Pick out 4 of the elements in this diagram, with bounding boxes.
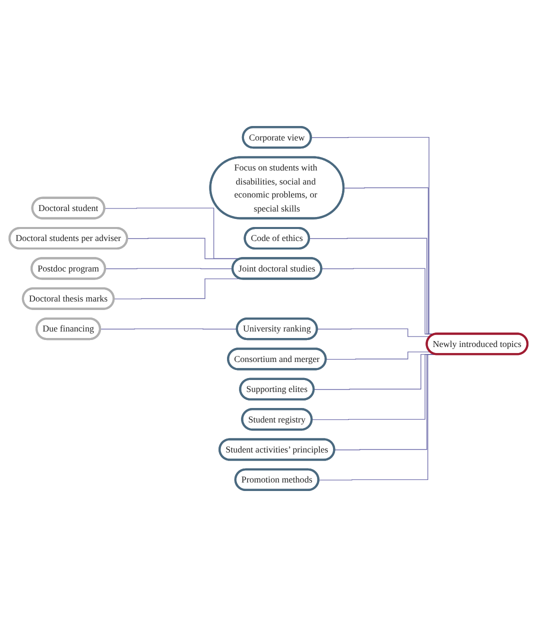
connector bbox=[316, 328, 431, 337]
connector bbox=[105, 268, 234, 270]
connector bbox=[100, 328, 238, 330]
connector bbox=[326, 352, 431, 360]
